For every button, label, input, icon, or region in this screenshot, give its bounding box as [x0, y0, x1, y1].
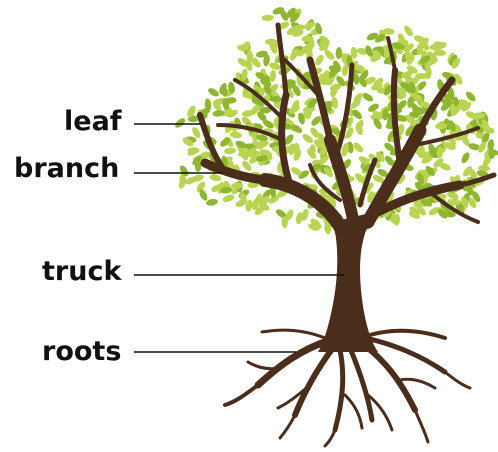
leaf-shape [402, 24, 414, 38]
leaf-shape [261, 14, 273, 21]
leaf-shape [361, 91, 375, 103]
leaf-shape [207, 86, 221, 98]
leaf-shape [314, 53, 326, 67]
leaf-shape [352, 141, 365, 154]
label-roots: roots [42, 338, 121, 365]
leaf-shape [230, 131, 243, 139]
label-truck: truck [42, 258, 121, 285]
tree-canopy [174, 6, 498, 236]
leaf-shape [293, 143, 299, 155]
leaf-shape [282, 216, 288, 228]
leaf-shape [331, 96, 339, 109]
leaf-shape [460, 151, 471, 165]
leaf-shape [222, 193, 235, 203]
label-branch: branch [14, 155, 119, 182]
leaf-shape [209, 173, 222, 182]
leaf-shape [205, 198, 218, 207]
label-leaf: leaf [64, 108, 122, 135]
leaf-shape [224, 147, 237, 154]
leaf-shape [174, 117, 187, 130]
